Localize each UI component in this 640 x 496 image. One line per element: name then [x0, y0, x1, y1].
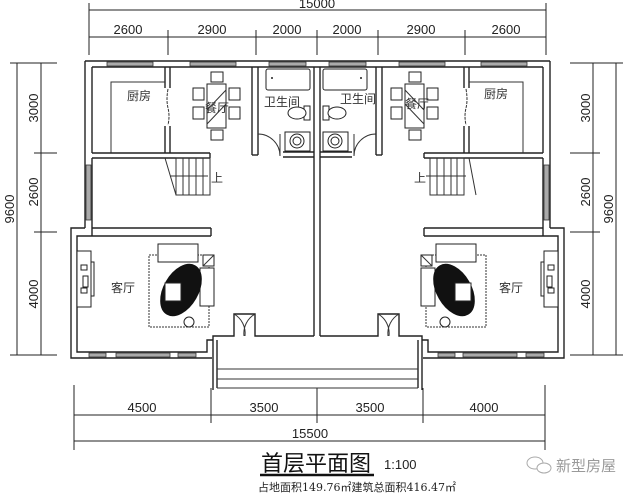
stair-up-label-left: 上: [211, 171, 223, 185]
dim-top-6: 2600: [492, 22, 521, 37]
left-dimensions: 9600 3000 2600 4000: [2, 62, 57, 356]
drawing-title: 首层平面图: [261, 452, 371, 477]
dim-bottom-1: 4500: [128, 400, 157, 415]
dim-top-2: 2900: [198, 22, 227, 37]
right-dimensions: 3000 2600 4000 9600: [570, 62, 623, 356]
dim-left-3: 4000: [26, 280, 41, 309]
room-living-right: 客厅: [499, 280, 523, 295]
dim-right-total: 9600: [601, 195, 616, 224]
dim-bottom-4: 4000: [470, 400, 499, 415]
dining-table-left: [192, 71, 241, 141]
dim-bottom-3: 3500: [356, 400, 385, 415]
entry-porch: [212, 313, 423, 390]
dim-top-5: 2900: [407, 22, 436, 37]
outer-walls: [70, 60, 565, 359]
top-dimensions: 15000 2600 2900 2000 2000 2900 2600: [88, 0, 547, 55]
room-kitchen-left: 厨房: [127, 88, 151, 103]
stairs-right: 上: [414, 157, 477, 196]
interior-walls: [92, 67, 543, 336]
room-bath-left: 卫生间: [264, 95, 300, 109]
room-dining-left: 餐厅: [205, 100, 229, 115]
top-windows: [106, 61, 528, 67]
title-block: 首层平面图 1:100 占地面积149.76㎡建筑总面积416.47㎡: [258, 452, 456, 494]
dining-table-right: [390, 71, 439, 141]
stairs-left: 上: [164, 157, 223, 196]
area-note: 占地面积149.76㎡建筑总面积416.47㎡: [258, 480, 456, 494]
dim-left-1: 3000: [26, 94, 41, 123]
living-furniture-right: [420, 243, 559, 328]
drawing-scale: 1:100: [384, 457, 417, 472]
dim-bottom-2: 3500: [250, 400, 279, 415]
dim-bottom-total: 15500: [292, 426, 328, 441]
living-furniture-left: [76, 243, 215, 328]
wechat-icon: [526, 456, 552, 474]
dim-top-1: 2600: [114, 22, 143, 37]
dim-right-1: 3000: [578, 94, 593, 123]
dim-left-total: 9600: [2, 195, 17, 224]
room-kitchen-right: 厨房: [484, 86, 508, 101]
dim-left-2: 2600: [26, 178, 41, 207]
stair-up-label-right: 上: [414, 171, 426, 185]
bathroom-fixtures-right: [322, 68, 368, 152]
watermark: 新型房屋: [526, 456, 616, 475]
room-dining-right: 餐厅: [405, 96, 429, 111]
dim-right-3: 4000: [578, 280, 593, 309]
dim-right-2: 2600: [578, 178, 593, 207]
room-labels: 厨房 餐厅 卫生间 卫生间 餐厅 厨房 客厅 客厅: [111, 86, 523, 295]
dim-top-4: 2000: [333, 22, 362, 37]
dim-top-total: 15000: [299, 0, 335, 11]
bathroom-fixtures-left: [265, 68, 311, 152]
bottom-dimensions: 4500 3500 3500 4000 15500: [73, 385, 546, 450]
room-bath-right: 卫生间: [340, 92, 376, 106]
dim-top-3: 2000: [273, 22, 302, 37]
watermark-text: 新型房屋: [556, 457, 616, 475]
room-living-left: 客厅: [111, 280, 135, 295]
